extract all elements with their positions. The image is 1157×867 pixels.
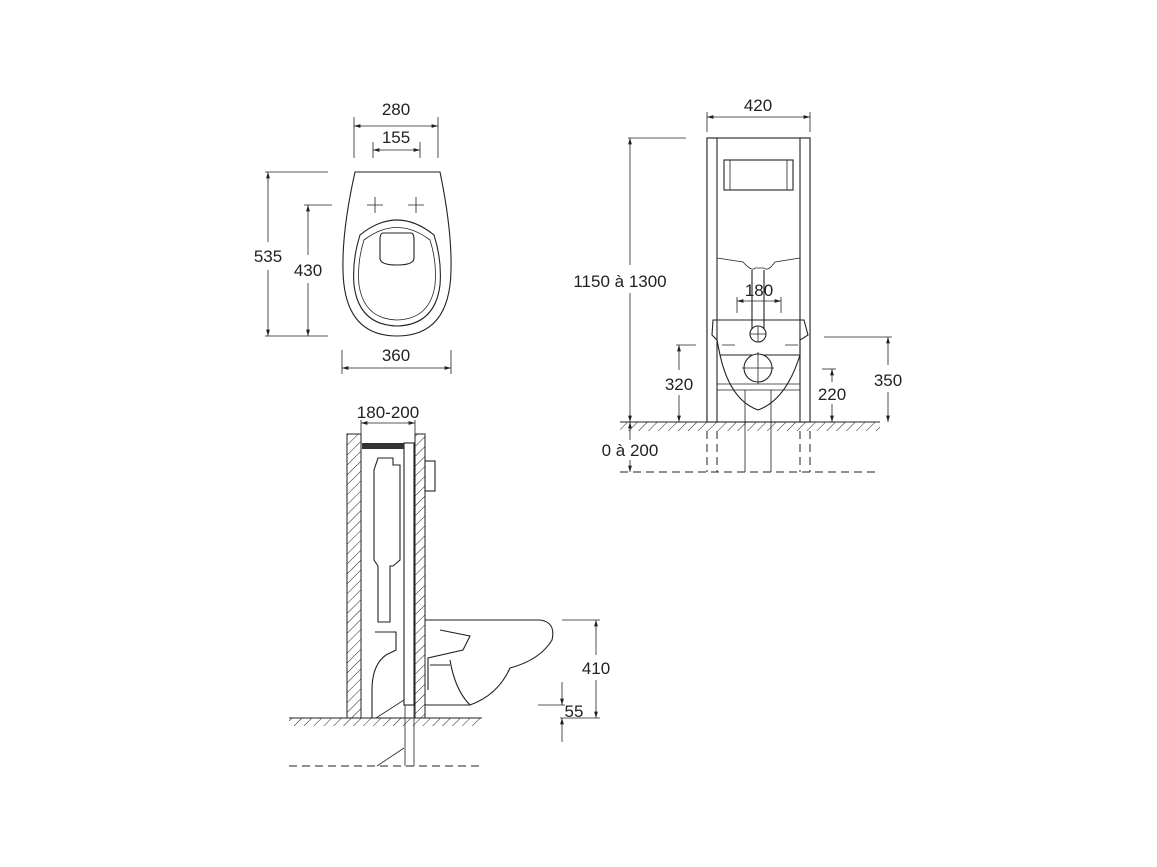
front-wall xyxy=(414,433,426,719)
front-view: 420 1150 à 1300 0 à 200 180 320 xyxy=(573,96,902,473)
dim-label-410: 410 xyxy=(582,659,610,678)
dim-label-280: 280 xyxy=(382,100,410,119)
dim-1150-1300: 1150 à 1300 xyxy=(573,137,686,422)
bowl-outline xyxy=(342,171,452,337)
dim-220: 220 xyxy=(818,368,846,422)
dim-155: 155 xyxy=(372,128,421,158)
dim-label-180: 180 xyxy=(745,281,773,300)
dim-label-0-200: 0 à 200 xyxy=(602,441,659,460)
dim-350: 350 xyxy=(824,336,902,422)
dim-label-55: 55 xyxy=(565,702,584,721)
frame xyxy=(706,137,811,472)
back-wall xyxy=(346,433,362,719)
dim-label-220: 220 xyxy=(818,385,846,404)
dim-280: 280 xyxy=(353,100,439,158)
dim-0-200: 0 à 200 xyxy=(602,422,659,472)
dim-430: 430 xyxy=(294,204,332,336)
dim-label-320: 320 xyxy=(665,375,693,394)
dim-320: 320 xyxy=(665,344,696,422)
dim-label-430: 430 xyxy=(294,261,322,280)
side-view: 180-200 410 55 xyxy=(289,403,610,767)
dim-180-200: 180-200 xyxy=(357,403,419,440)
dim-180: 180 xyxy=(736,281,782,313)
dim-label-535: 535 xyxy=(254,247,282,266)
dim-410: 410 xyxy=(562,619,610,718)
floor-hatch xyxy=(289,718,482,726)
dim-label-350: 350 xyxy=(874,371,902,390)
floor-hatch xyxy=(620,422,880,431)
dim-535: 535 xyxy=(254,171,328,337)
flush-plate xyxy=(723,159,794,191)
dim-label-360: 360 xyxy=(382,346,410,365)
dim-label-180-200: 180-200 xyxy=(357,403,419,422)
side-bowl xyxy=(425,619,554,706)
dim-55: 55 xyxy=(538,682,600,742)
dim-label-420: 420 xyxy=(744,96,772,115)
dim-420: 420 xyxy=(706,96,811,132)
top-view: 280 155 535 430 360 xyxy=(254,100,452,374)
dim-label-1150-1300: 1150 à 1300 xyxy=(573,272,666,291)
dim-360: 360 xyxy=(341,346,452,374)
dim-label-155: 155 xyxy=(382,128,410,147)
frame-and-cistern xyxy=(362,442,436,767)
